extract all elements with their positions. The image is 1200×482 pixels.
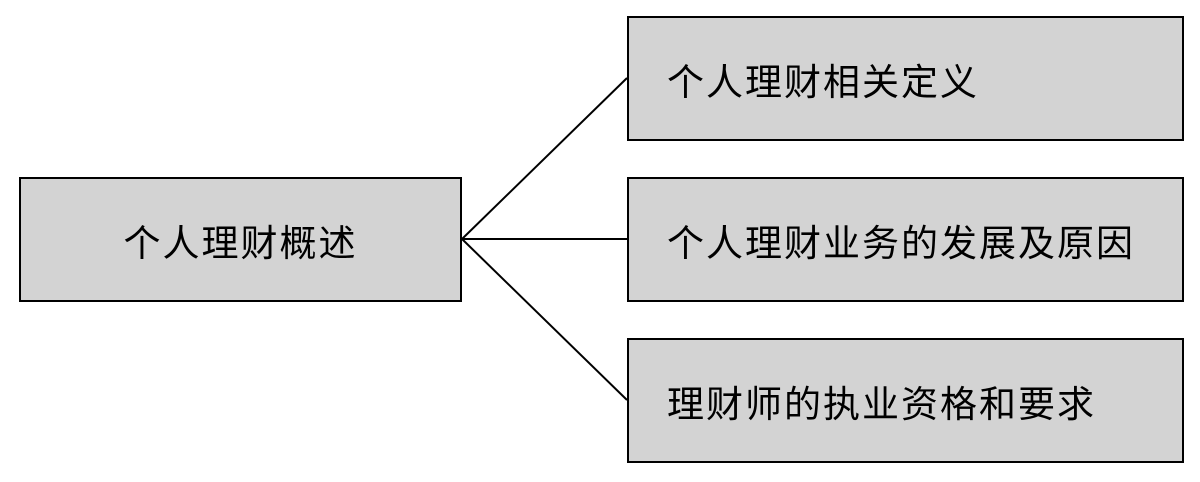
child-node-label: 个人理财相关定义 [667, 60, 979, 104]
root-node: 个人理财概述 [19, 177, 462, 302]
root-node-label: 个人理财概述 [123, 221, 358, 265]
connector-to-child-1 [461, 77, 628, 240]
child-node-label: 个人理财业务的发展及原因 [667, 221, 1135, 265]
child-node-development: 个人理财业务的发展及原因 [627, 177, 1184, 302]
child-node-label: 理财师的执业资格和要求 [667, 382, 1096, 426]
connector-to-child-3 [461, 238, 628, 401]
child-node-definitions: 个人理财相关定义 [627, 16, 1184, 141]
child-node-qualifications: 理财师的执业资格和要求 [627, 338, 1184, 463]
